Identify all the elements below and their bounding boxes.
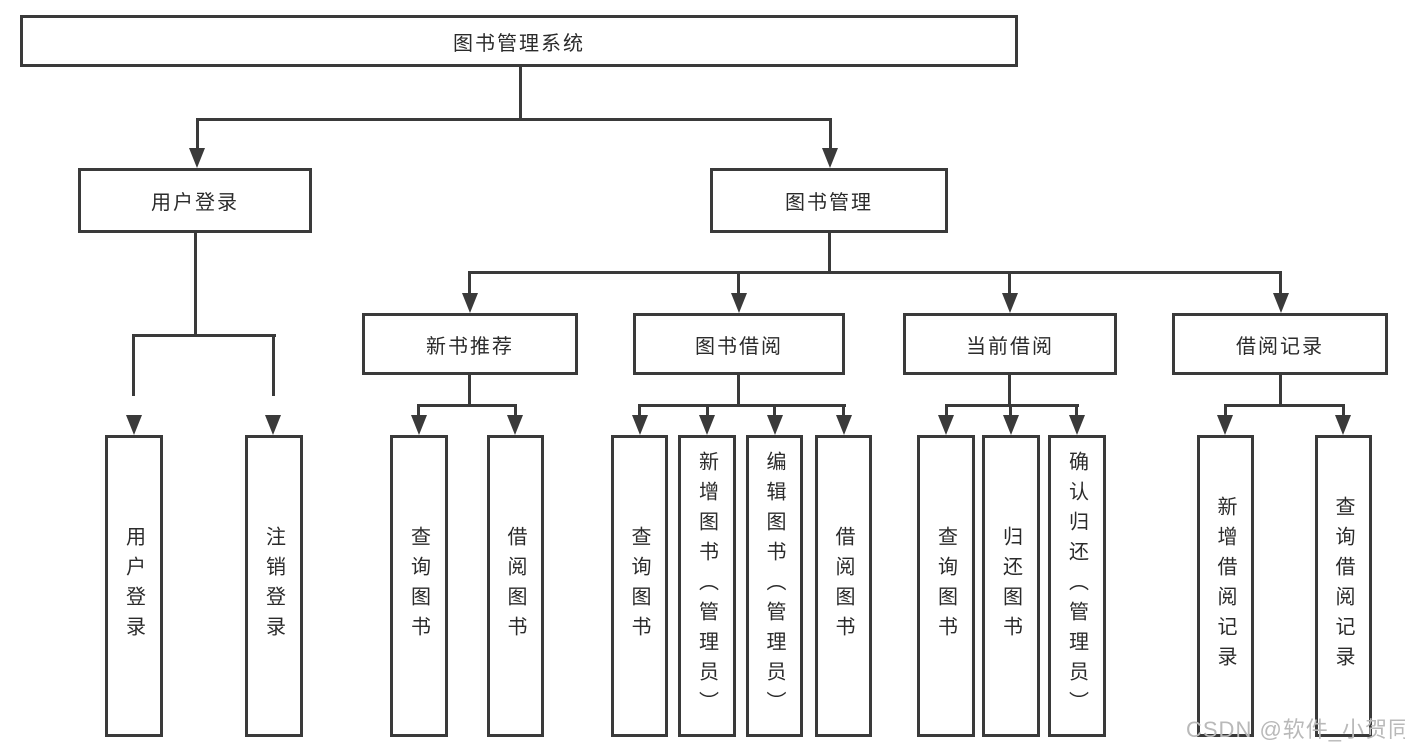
connector-book-management-stem <box>828 233 831 273</box>
leaf-label: 用户登录 <box>122 526 145 646</box>
node-label: 用户登录 <box>151 192 239 214</box>
connector-to-leaf <box>1075 404 1078 417</box>
arrow-down-icon <box>822 148 838 168</box>
leaf-return-books: 归还图书 <box>982 435 1040 737</box>
connector-to-leaf <box>1009 404 1012 417</box>
leaf-label: 借阅图书 <box>504 526 526 646</box>
leaf-logout: 注销登录 <box>245 435 303 737</box>
leaf-label: 新增借阅记录 <box>1214 496 1236 676</box>
connector-to-leaf <box>417 404 420 417</box>
leaf-edit-books-admin: 编辑图书（管理员） <box>746 435 803 737</box>
leaf-confirm-return-admin: 确认归还（管理员） <box>1048 435 1106 737</box>
connector-root-stem <box>519 67 522 119</box>
connector-to-leaf <box>272 334 275 396</box>
connector-to-new-book <box>468 271 471 295</box>
connector-book-borrow-stem <box>737 375 740 407</box>
arrow-down-icon <box>1217 415 1233 435</box>
arrow-down-icon <box>411 415 427 435</box>
leaf-add-books-admin: 新增图书（管理员） <box>678 435 736 737</box>
node-label: 借阅记录 <box>1236 335 1324 358</box>
connector-user-login-bar <box>132 334 276 337</box>
csdn-watermark: CSDN @软件_小贺同学 <box>1186 717 1405 742</box>
leaf-label: 查询图书 <box>407 526 430 646</box>
leaf-label: 借阅图书 <box>832 526 854 646</box>
leaf-label: 确认归还（管理员） <box>1065 451 1088 721</box>
connector-new-book-stem <box>468 375 471 407</box>
connector-to-leaf <box>706 404 709 417</box>
arrow-down-icon <box>699 415 715 435</box>
leaf-query-borrow-record: 查询借阅记录 <box>1315 435 1372 737</box>
arrow-down-icon <box>767 415 783 435</box>
connector-to-borrow-records <box>1279 271 1282 295</box>
connector-new-book-bar <box>417 404 517 407</box>
arrow-down-icon <box>938 415 954 435</box>
arrow-down-icon <box>731 293 747 313</box>
connector-to-user-login <box>196 118 199 150</box>
node-label: 新书推荐 <box>426 335 514 358</box>
arrow-down-icon <box>1273 293 1289 313</box>
connector-to-book-management <box>829 118 832 150</box>
connector-to-leaf <box>638 404 641 417</box>
node-book-borrow: 图书借阅 <box>633 313 845 375</box>
arrow-down-icon <box>265 415 281 435</box>
node-current-borrow: 当前借阅 <box>903 313 1117 375</box>
connector-current-borrow-stem <box>1008 375 1011 407</box>
leaf-label: 注销登录 <box>262 526 285 646</box>
leaf-borrow-books: 借阅图书 <box>815 435 872 737</box>
leaf-query-books: 查询图书 <box>917 435 975 737</box>
leaf-label: 查询图书 <box>934 526 957 646</box>
arrow-down-icon <box>1335 415 1351 435</box>
connector-borrow-records-stem <box>1279 375 1282 407</box>
connector-to-leaf <box>132 334 135 396</box>
connector-to-leaf <box>1224 404 1227 417</box>
arrow-down-icon <box>1003 415 1019 435</box>
connector-to-leaf <box>773 404 776 417</box>
leaf-label: 查询借阅记录 <box>1332 496 1354 676</box>
arrow-down-icon <box>126 415 142 435</box>
node-user-login: 用户登录 <box>78 168 312 233</box>
arrow-down-icon <box>836 415 852 435</box>
node-label: 图书管理系统 <box>453 32 585 55</box>
connector-borrow-records-bar <box>1224 404 1345 407</box>
connector-to-current-borrow <box>1008 271 1011 295</box>
leaf-query-books: 查询图书 <box>390 435 448 737</box>
arrow-down-icon <box>507 415 523 435</box>
leaf-query-books: 查询图书 <box>611 435 668 737</box>
connector-book-borrow-bar <box>638 404 846 407</box>
arrow-down-icon <box>1069 415 1085 435</box>
node-new-book-recommend: 新书推荐 <box>362 313 578 375</box>
connector-to-book-borrow <box>737 271 740 295</box>
node-library-management-system: 图书管理系统 <box>20 15 1018 67</box>
leaf-label: 编辑图书（管理员） <box>763 451 785 721</box>
arrow-down-icon <box>189 148 205 168</box>
node-borrow-records: 借阅记录 <box>1172 313 1388 375</box>
connector-current-borrow-bar <box>945 404 1079 407</box>
connector-to-leaf <box>1342 404 1345 417</box>
leaf-label: 查询图书 <box>628 526 650 646</box>
node-label: 当前借阅 <box>966 335 1054 358</box>
leaf-label: 新增图书（管理员） <box>695 451 718 721</box>
leaf-label: 归还图书 <box>999 526 1022 646</box>
node-book-management: 图书管理 <box>710 168 948 233</box>
connector-root-bar <box>196 118 832 121</box>
connector-book-management-bar <box>468 271 1282 274</box>
leaf-user-login: 用户登录 <box>105 435 163 737</box>
node-label: 图书借阅 <box>695 335 783 358</box>
leaf-add-borrow-record: 新增借阅记录 <box>1197 435 1254 737</box>
node-label: 图书管理 <box>785 192 873 214</box>
leaf-borrow-books: 借阅图书 <box>487 435 544 737</box>
connector-to-leaf <box>514 404 517 417</box>
connector-user-login-stem <box>194 233 197 336</box>
arrow-down-icon <box>462 293 478 313</box>
arrow-down-icon <box>1002 293 1018 313</box>
arrow-down-icon <box>632 415 648 435</box>
connector-to-leaf <box>842 404 845 417</box>
connector-to-leaf <box>945 404 948 417</box>
